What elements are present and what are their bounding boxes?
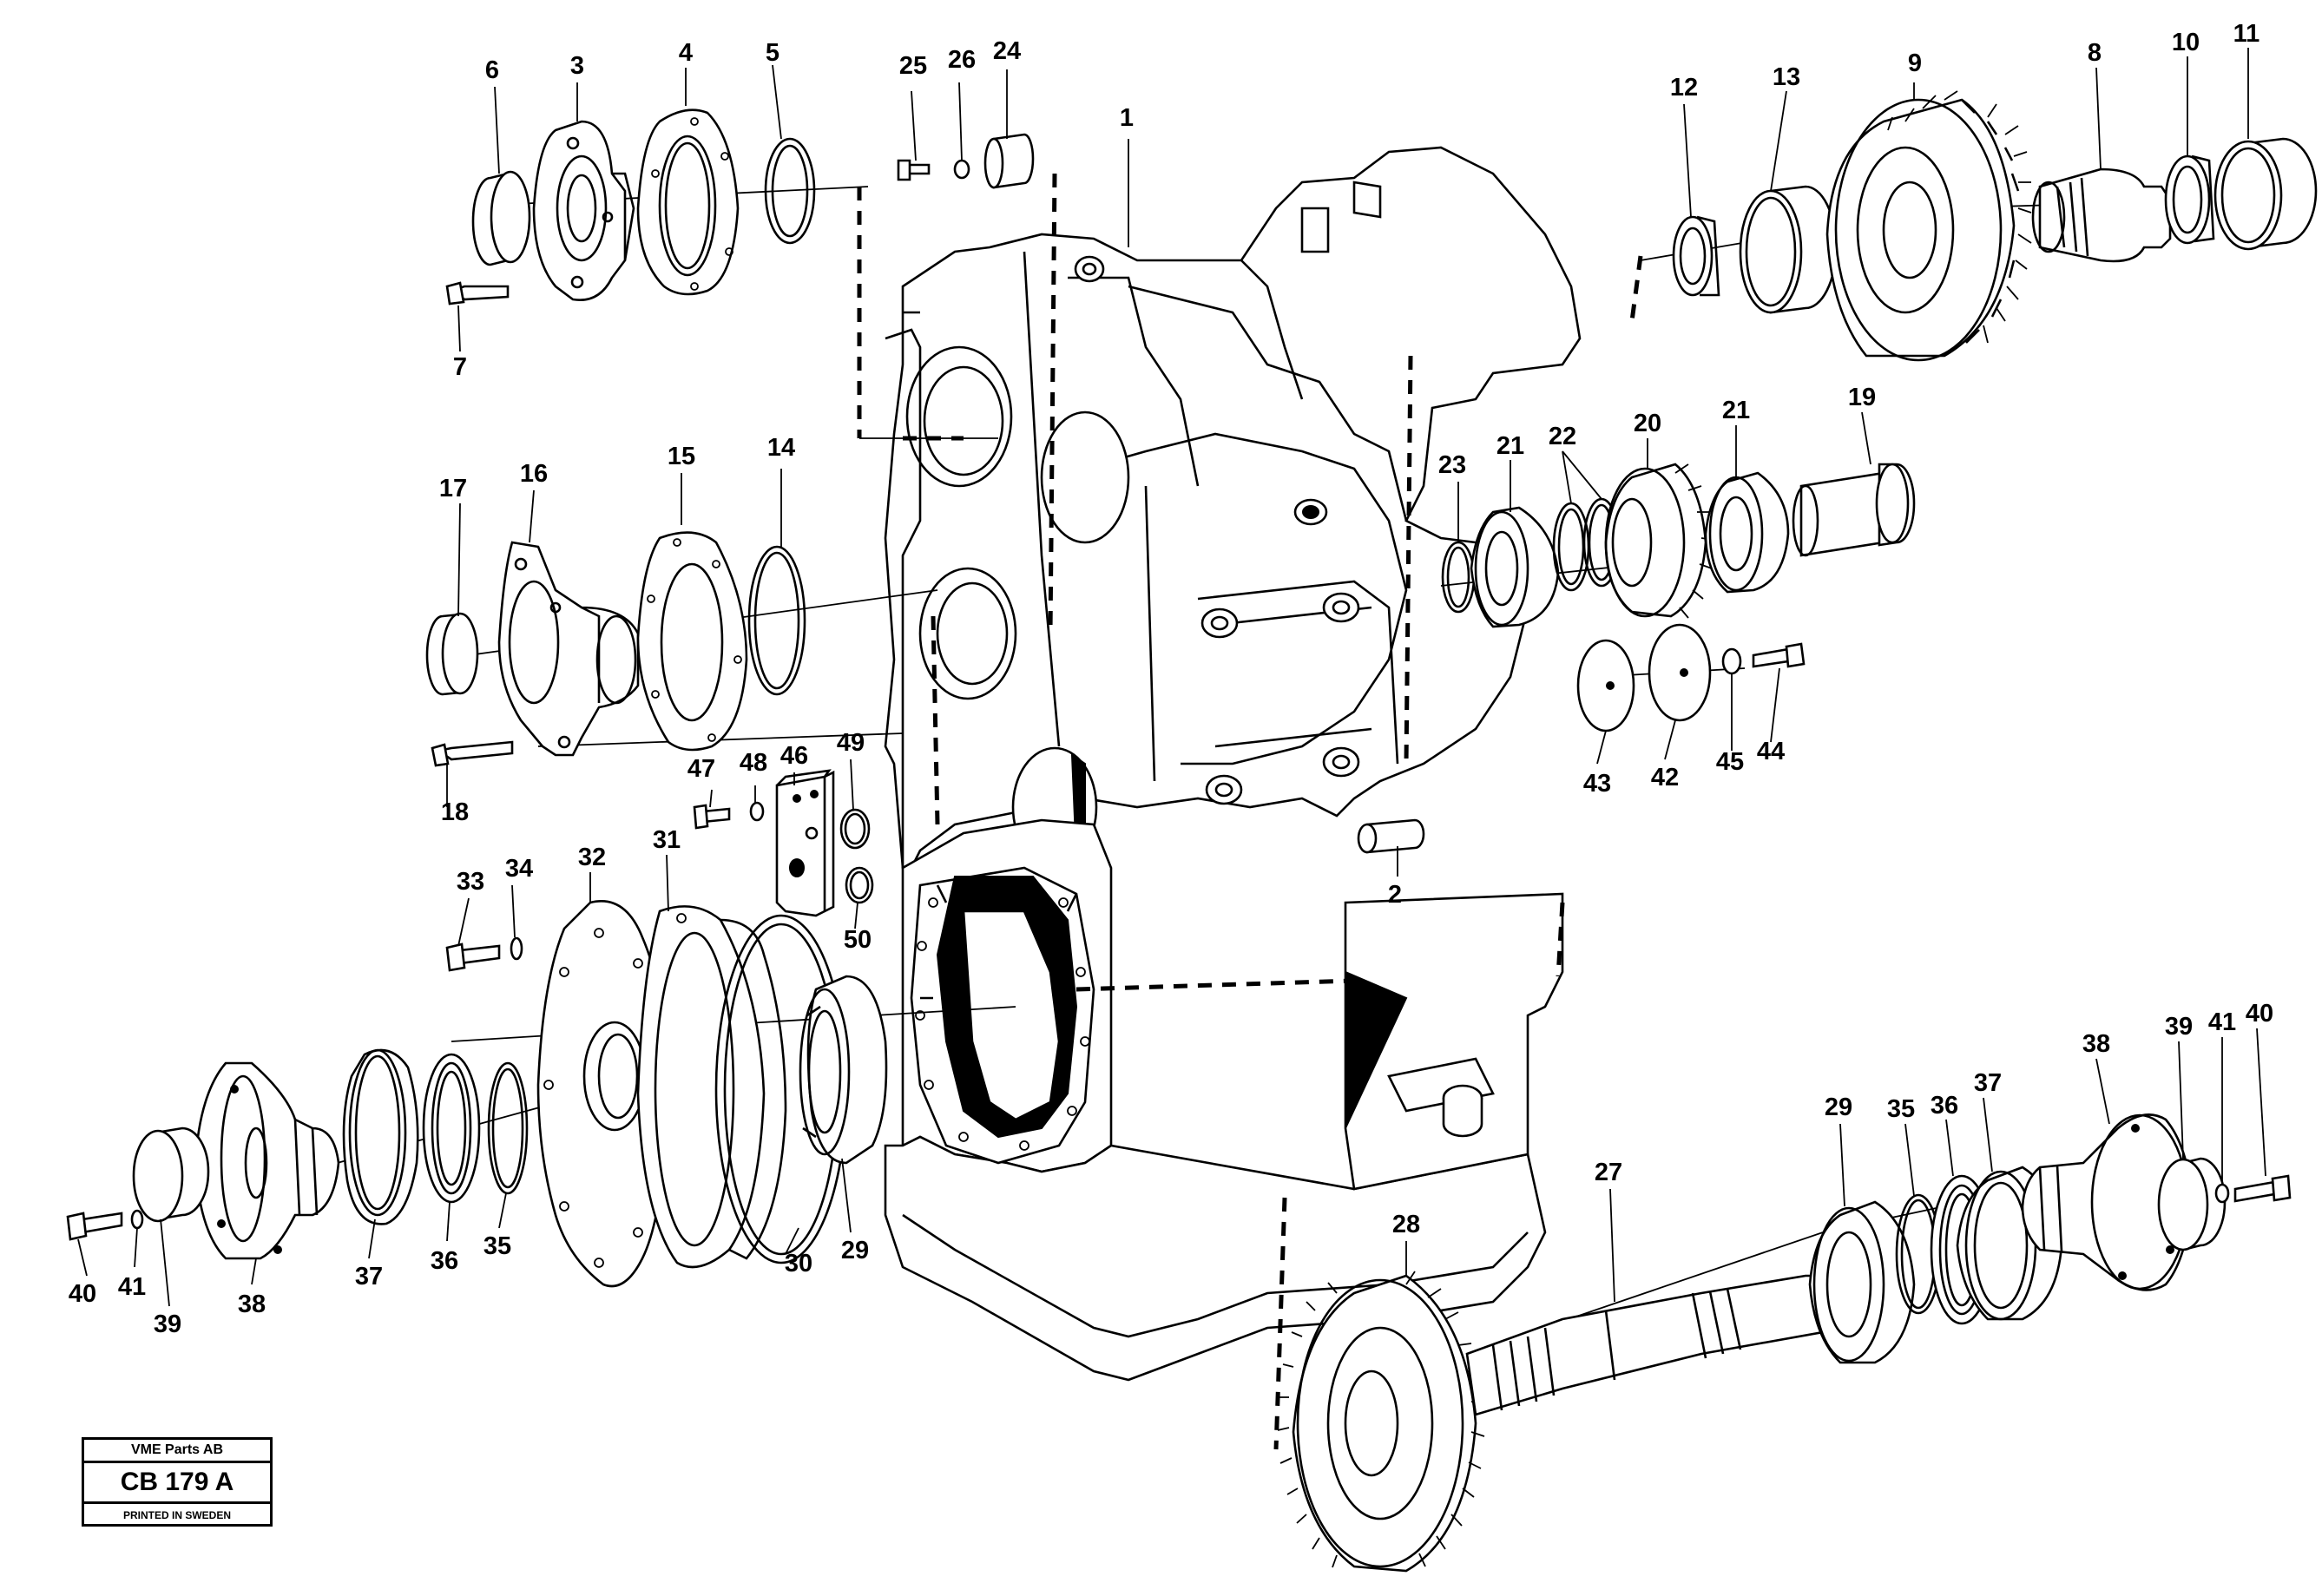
- plug-group: [897, 133, 1035, 189]
- label-35b: 35: [1887, 1095, 1915, 1123]
- label-11: 11: [2233, 20, 2260, 48]
- label-5: 5: [766, 39, 779, 67]
- assembly-dashed-lines: [857, 173, 1643, 1450]
- label-41: 41: [118, 1273, 146, 1301]
- label-10: 10: [2172, 29, 2200, 56]
- label-15: 15: [668, 443, 695, 470]
- label-6: 6: [485, 56, 499, 84]
- label-28: 28: [1392, 1211, 1420, 1238]
- label-16: 16: [520, 460, 548, 488]
- label-37: 37: [355, 1263, 383, 1291]
- label-4: 4: [679, 39, 693, 67]
- part-number-labels: 1 2 3 4 5 6 7 8 9 10 11 12 13 14 15 16 1…: [69, 20, 2273, 1338]
- label-45: 45: [1716, 748, 1744, 776]
- label-24: 24: [993, 37, 1021, 65]
- gearbox-housing: [884, 146, 1582, 1382]
- stamp-code: CB 179 A: [84, 1463, 270, 1504]
- label-39b: 39: [2165, 1013, 2193, 1041]
- label-19: 19: [1848, 384, 1876, 411]
- label-38b: 38: [2082, 1030, 2110, 1058]
- label-38: 38: [238, 1291, 266, 1318]
- label-8: 8: [2088, 39, 2102, 67]
- label-3: 3: [570, 52, 584, 80]
- upper-gear-group: [1672, 90, 2318, 362]
- label-22: 22: [1549, 423, 1576, 450]
- label-25: 25: [899, 52, 927, 80]
- valve-block-group: [693, 769, 874, 917]
- label-40: 40: [69, 1280, 96, 1308]
- label-36b: 36: [1931, 1092, 1958, 1120]
- label-31: 31: [653, 826, 681, 854]
- label-7: 7: [453, 353, 467, 381]
- leader-lines: [77, 48, 2266, 1307]
- stamp-company: VME Parts AB: [84, 1440, 270, 1463]
- label-21b: 21: [1722, 397, 1750, 424]
- label-37b: 37: [1974, 1069, 2002, 1097]
- label-12: 12: [1670, 74, 1698, 102]
- label-49: 49: [837, 729, 865, 757]
- label-35: 35: [483, 1232, 511, 1260]
- label-47: 47: [687, 755, 715, 783]
- label-30: 30: [785, 1250, 812, 1277]
- stamp-printed: PRINTED IN SWEDEN: [122, 1509, 231, 1521]
- label-34: 34: [505, 855, 533, 883]
- label-29: 29: [841, 1237, 869, 1264]
- label-50: 50: [844, 926, 872, 954]
- label-13: 13: [1773, 63, 1800, 91]
- label-32: 32: [578, 844, 606, 871]
- label-36: 36: [431, 1247, 458, 1275]
- label-40b: 40: [2246, 1000, 2273, 1028]
- label-27: 27: [1595, 1159, 1622, 1186]
- label-39: 39: [154, 1310, 181, 1338]
- label-46: 46: [780, 742, 808, 770]
- label-43: 43: [1583, 770, 1611, 798]
- label-29b: 29: [1825, 1094, 1852, 1121]
- label-48: 48: [740, 749, 767, 777]
- output-flange-group: [66, 900, 888, 1288]
- label-44: 44: [1757, 738, 1785, 765]
- label-33: 33: [457, 868, 484, 896]
- label-26: 26: [948, 46, 976, 74]
- label-17: 17: [439, 475, 467, 502]
- label-41b: 41: [2208, 1008, 2236, 1036]
- label-20: 20: [1634, 410, 1661, 437]
- label-18: 18: [441, 798, 469, 826]
- lower-shaft-group: [1277, 1113, 2292, 1573]
- label-14: 14: [767, 434, 795, 462]
- document-stamp: VME Parts AB CB 179 A PRINTED IN SWEDEN: [82, 1437, 273, 1527]
- label-21: 21: [1496, 432, 1524, 460]
- label-2: 2: [1388, 881, 1402, 909]
- label-9: 9: [1908, 49, 1922, 77]
- middle-gear-group: [1441, 463, 1916, 732]
- label-1: 1: [1120, 104, 1134, 132]
- label-23: 23: [1438, 451, 1466, 479]
- upper-cover-group: [445, 108, 816, 305]
- middle-cover-group: [425, 531, 806, 767]
- label-42: 42: [1651, 764, 1679, 791]
